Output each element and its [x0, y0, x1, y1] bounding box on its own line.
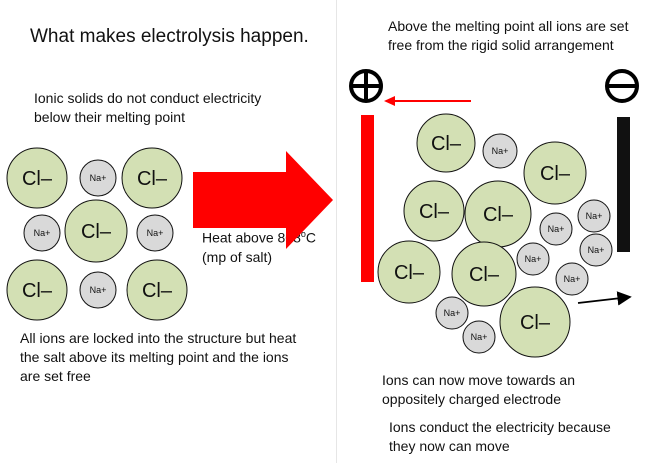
chloride-ion: Cl–: [464, 180, 532, 248]
heat-unit-o: o: [300, 229, 306, 239]
heat-label: Heat above 808: [202, 229, 301, 246]
chloride-ion-label: Cl–: [431, 133, 462, 155]
chloride-ion: Cl–: [416, 113, 476, 173]
sodium-ion-circle: [136, 214, 174, 252]
solid-note: Ionic solids do not conduct electricity …: [34, 90, 262, 125]
chloride-ion-label: Cl–: [520, 312, 551, 334]
sodium-ion-circle: [482, 133, 518, 169]
sodium-ion-label: Na+: [492, 146, 509, 156]
chloride-ion-circle: [6, 147, 68, 209]
sodium-ion: Na+: [577, 199, 611, 233]
locked-note: All ions are locked into the structure b…: [20, 330, 297, 384]
sodium-ion-circle: [579, 233, 613, 267]
sodium-ion-circle: [462, 320, 496, 354]
chloride-ion: Cl–: [6, 147, 68, 209]
sodium-ion: Na+: [462, 320, 496, 354]
heat-arrow: [193, 151, 333, 249]
chloride-ion-label: Cl–: [394, 262, 425, 284]
heat-unit-c: C: [305, 229, 316, 246]
sodium-ion-circle: [23, 214, 61, 252]
slide-title: What makes electrolysis happen.: [30, 26, 309, 47]
sodium-ion: Na+: [79, 159, 117, 197]
sodium-ion-circle: [79, 271, 117, 309]
sodium-ion-label: Na+: [471, 332, 488, 342]
minus-circle-icon: [605, 69, 639, 103]
sodium-ion-label: Na+: [444, 308, 461, 318]
chloride-ion-circle: [403, 180, 465, 242]
sodium-ion-label: Na+: [548, 224, 565, 234]
chloride-ion-circle: [377, 240, 441, 304]
sodium-ion-label: Na+: [525, 254, 542, 264]
sodium-ion-circle: [577, 199, 611, 233]
sodium-ion: Na+: [539, 212, 573, 246]
chloride-ion-label: Cl–: [81, 221, 112, 243]
chloride-ion-label: Cl–: [540, 163, 571, 185]
sodium-ion-label: Na+: [34, 228, 51, 238]
chloride-ion-label: Cl–: [483, 204, 514, 226]
chloride-ion-circle: [64, 199, 128, 263]
red-ion-arrow-head: [384, 96, 395, 106]
sodium-ion-label: Na+: [588, 245, 605, 255]
chloride-ion-circle: [6, 259, 68, 321]
chloride-ion-circle: [121, 147, 183, 209]
chloride-ion-circle: [523, 141, 587, 205]
sodium-ion-label: Na+: [586, 211, 603, 221]
sodium-ion-circle: [555, 262, 589, 296]
chloride-ion: Cl–: [403, 180, 465, 242]
sodium-ion: Na+: [435, 296, 469, 330]
sodium-ion-circle: [79, 159, 117, 197]
chloride-ion: Cl–: [451, 241, 517, 307]
chloride-ion: Cl–: [126, 259, 188, 321]
chloride-ion-label: Cl–: [137, 168, 168, 190]
sodium-ion-label: Na+: [564, 274, 581, 284]
chloride-ion: Cl–: [377, 240, 441, 304]
chloride-ion-circle: [126, 259, 188, 321]
chloride-ion-label: Cl–: [142, 280, 173, 302]
chloride-ion-label: Cl–: [22, 168, 53, 190]
sodium-ion-label: Na+: [90, 285, 107, 295]
chloride-ion-circle: [451, 241, 517, 307]
cathode-electrode: [617, 117, 630, 252]
sodium-ion: Na+: [555, 262, 589, 296]
chloride-ion: Cl–: [6, 259, 68, 321]
sodium-ion-circle: [516, 242, 550, 276]
mp-note: (mp of salt): [202, 249, 273, 265]
sodium-ion-label: Na+: [90, 173, 107, 183]
chloride-ion-circle: [499, 286, 571, 358]
sodium-ion-circle: [435, 296, 469, 330]
chloride-ion: Cl–: [499, 286, 571, 358]
conduct-note: Ions conduct the electricity because the…: [389, 419, 611, 454]
sodium-ion: Na+: [136, 214, 174, 252]
sodium-ion: Na+: [79, 271, 117, 309]
sodium-ion-label: Na+: [147, 228, 164, 238]
chloride-ion-circle: [416, 113, 476, 173]
move-note: Ions can now move towards an oppositely …: [382, 372, 575, 407]
plus-circle-icon: [349, 69, 383, 103]
chloride-ion-label: Cl–: [419, 201, 450, 223]
chloride-ion-label: Cl–: [469, 264, 500, 286]
sodium-ion: Na+: [482, 133, 518, 169]
chloride-ion: Cl–: [64, 199, 128, 263]
melt-note: Above the melting point all ions are set…: [388, 18, 629, 53]
sodium-ion-circle: [539, 212, 573, 246]
sodium-ion: Na+: [579, 233, 613, 267]
chloride-ion: Cl–: [121, 147, 183, 209]
panel-divider: [336, 0, 337, 463]
heat-note: Heat above 808oC: [202, 228, 316, 248]
sodium-ion: Na+: [23, 214, 61, 252]
black-ion-arrow: [577, 291, 632, 306]
sodium-ion: Na+: [516, 242, 550, 276]
anode-electrode: [361, 115, 374, 282]
chloride-ion-label: Cl–: [22, 280, 53, 302]
chloride-ion: Cl–: [523, 141, 587, 205]
